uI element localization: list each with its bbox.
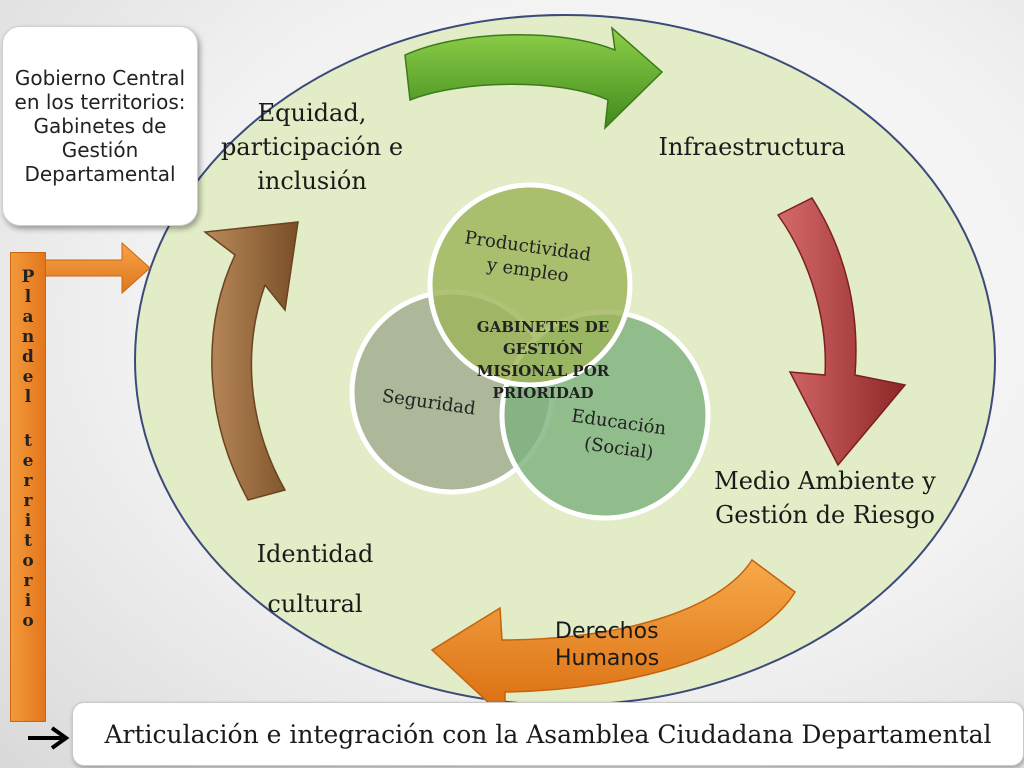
plan-territorio-letter: r	[23, 491, 33, 511]
plan-territorio-letter: l	[24, 387, 32, 407]
plan-territorio-letter: o	[22, 611, 34, 631]
plan-territorio-letter: P	[21, 267, 35, 287]
venn-center-l4: PRIORIDAD	[493, 384, 594, 402]
asamblea-banner: Articulación e integración con la Asambl…	[72, 702, 1024, 766]
label-derechos: Derechos Humanos	[555, 619, 660, 671]
plan-territorio-letter: o	[22, 551, 34, 571]
plan-territorio-letter: i	[24, 511, 32, 531]
arrow-brown	[203, 221, 299, 501]
label-identidad-2: cultural	[267, 590, 363, 618]
plan-territorio-letter: l	[24, 287, 32, 307]
plan-territorio-letter: e	[22, 451, 34, 471]
arrow-red	[776, 197, 907, 467]
plan-territorio-letter: a	[22, 307, 34, 327]
label-infraestructura: Infraestructura	[658, 133, 846, 161]
plan-territorio-letter: t	[24, 531, 32, 551]
arrow-green	[404, 26, 664, 131]
label-identidad-1: Identidad	[256, 540, 374, 568]
connector-arrow	[29, 241, 151, 295]
venn-center-l2: GESTIÓN	[503, 340, 583, 358]
plan-territorio-letter: n	[21, 327, 35, 347]
plan-territorio-letter: r	[23, 571, 33, 591]
circle-productividad	[427, 182, 633, 388]
plan-territorio-letter: r	[23, 471, 33, 491]
venn-center-l3: MISIONAL POR	[477, 362, 610, 380]
plan-territorio-letter: e	[22, 367, 34, 387]
bottom-arrow-head	[50, 726, 70, 750]
label-medio-ambiente: Medio Ambiente y Gestión de Riesgo	[714, 467, 936, 529]
plan-territorio-letter: t	[24, 431, 32, 451]
plan-territorio-letter	[25, 407, 31, 431]
venn-center-l1: GABINETES DE	[477, 318, 609, 336]
plan-territorio-letter: d	[22, 347, 34, 367]
label-equidad: Equidad, participación e inclusión	[220, 99, 404, 195]
gobierno-box: Gobierno Central en los territorios: Gab…	[2, 26, 198, 226]
arrow-orange	[430, 558, 796, 720]
plan-territorio-letter: i	[24, 591, 32, 611]
